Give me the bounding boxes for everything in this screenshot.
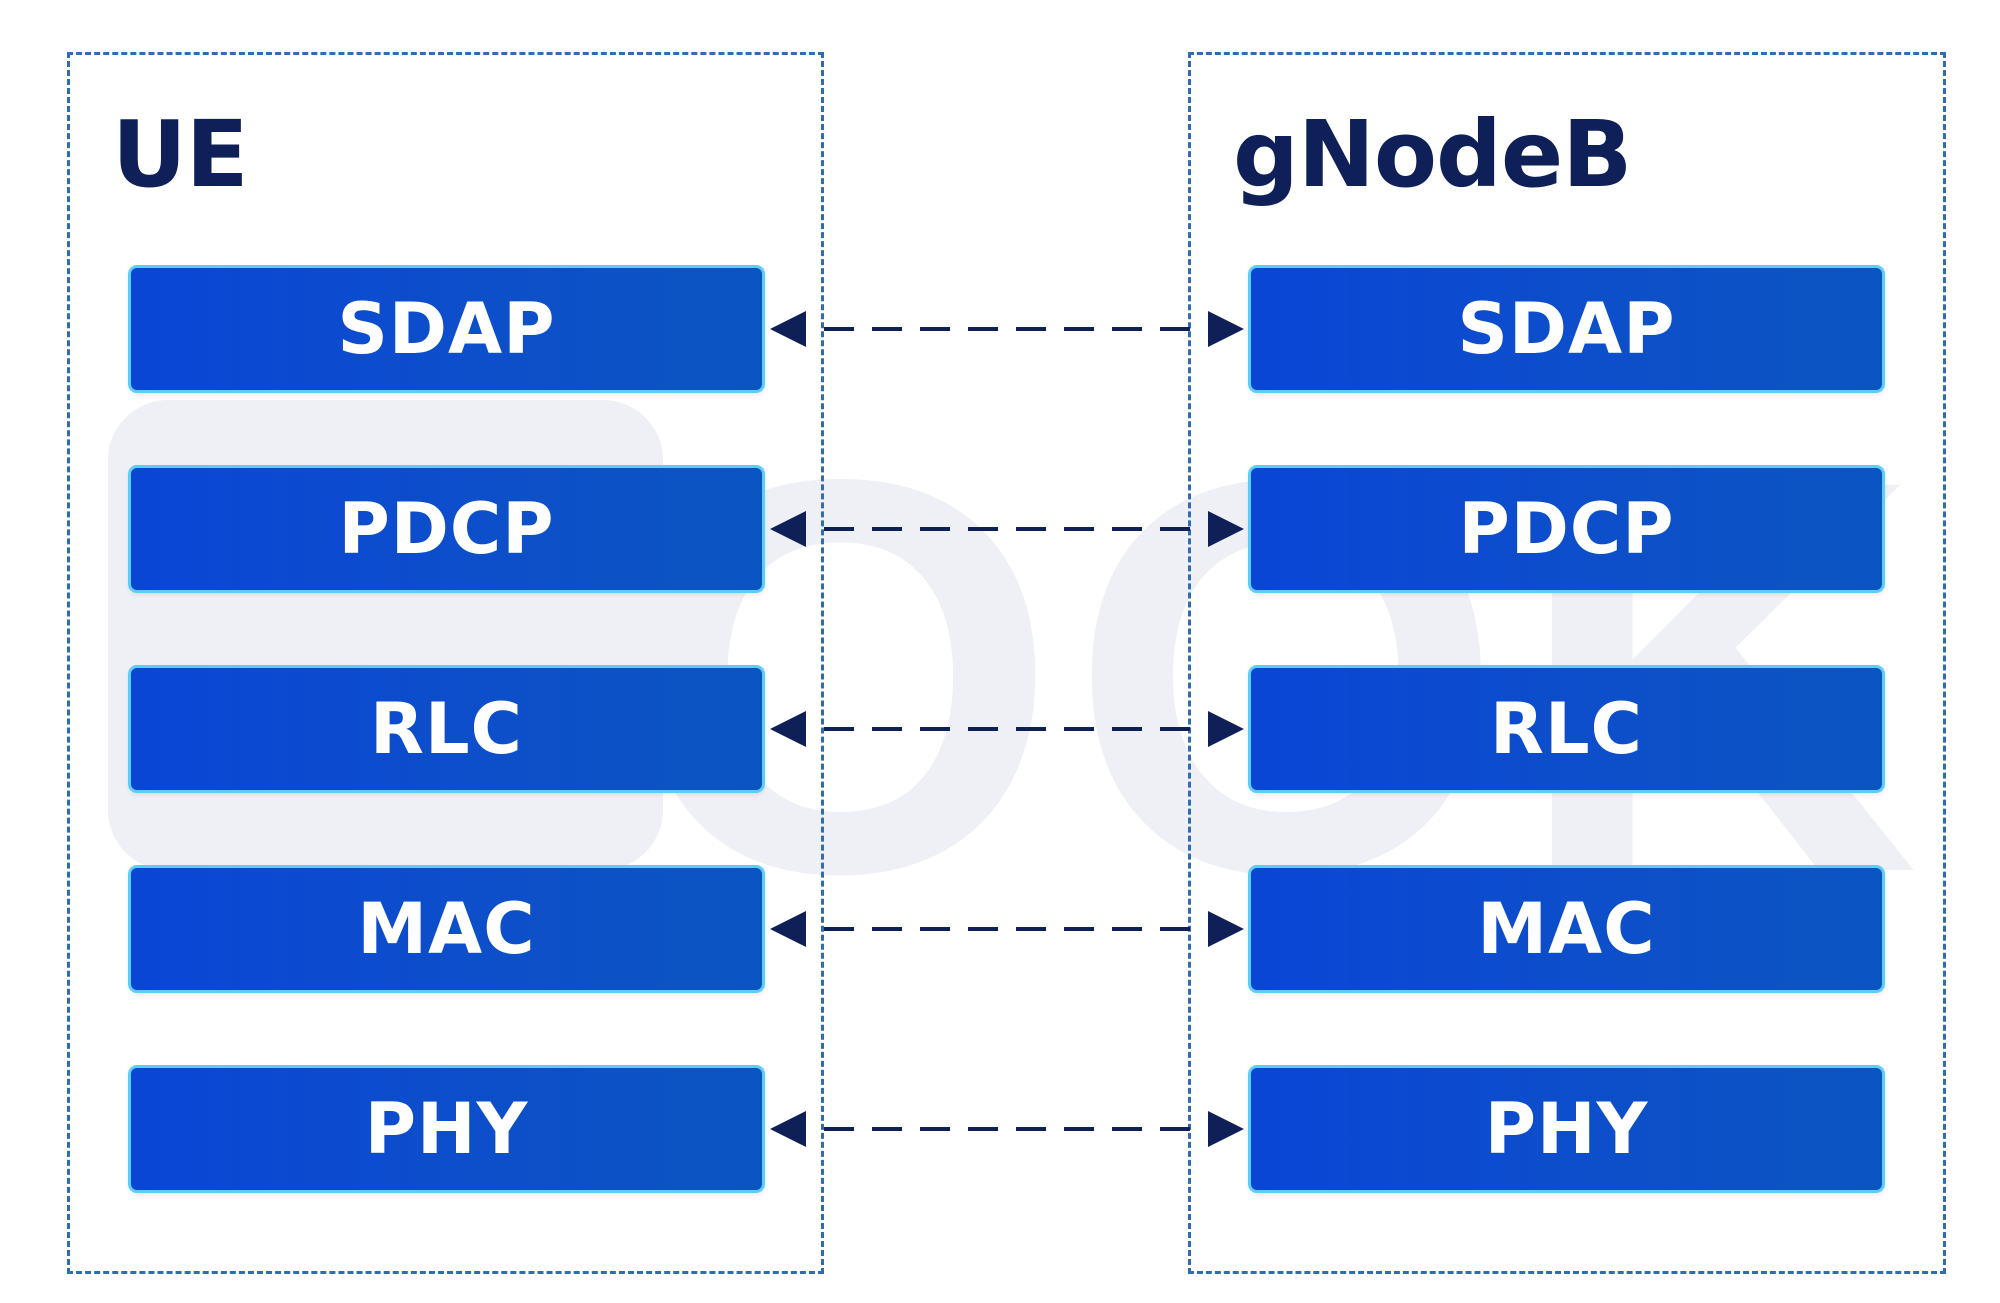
ue-title: UE: [112, 101, 249, 208]
gnodeb-layer-rlc-label: RLC: [1490, 688, 1643, 770]
ue-layer-mac: MAC: [128, 865, 765, 993]
ue-layer-pdcp: PDCP: [128, 465, 765, 593]
gnodeb-layer-pdcp: PDCP: [1248, 465, 1885, 593]
ue-layer-sdap: SDAP: [128, 265, 765, 393]
ue-layer-rlc-label: RLC: [370, 688, 523, 770]
gnodeb-title: gNodeB: [1233, 101, 1632, 208]
gnodeb-layer-mac-label: MAC: [1477, 888, 1656, 970]
gnodeb-layer-pdcp-label: PDCP: [1458, 488, 1675, 570]
ue-layer-sdap-label: SDAP: [337, 288, 556, 370]
ue-layer-mac-label: MAC: [357, 888, 536, 970]
gnodeb-layer-phy: PHY: [1248, 1065, 1885, 1193]
gnodeb-layer-sdap-label: SDAP: [1457, 288, 1676, 370]
ue-layer-pdcp-label: PDCP: [338, 488, 555, 570]
ue-layer-phy-label: PHY: [364, 1088, 529, 1170]
ue-layer-rlc: RLC: [128, 665, 765, 793]
gnodeb-layer-phy-label: PHY: [1484, 1088, 1649, 1170]
gnodeb-layer-sdap: SDAP: [1248, 265, 1885, 393]
ue-panel: UE: [67, 52, 824, 1274]
ue-layer-phy: PHY: [128, 1065, 765, 1193]
gnodeb-layer-rlc: RLC: [1248, 665, 1885, 793]
gnodeb-panel: gNodeB: [1188, 52, 1946, 1274]
gnodeb-layer-mac: MAC: [1248, 865, 1885, 993]
